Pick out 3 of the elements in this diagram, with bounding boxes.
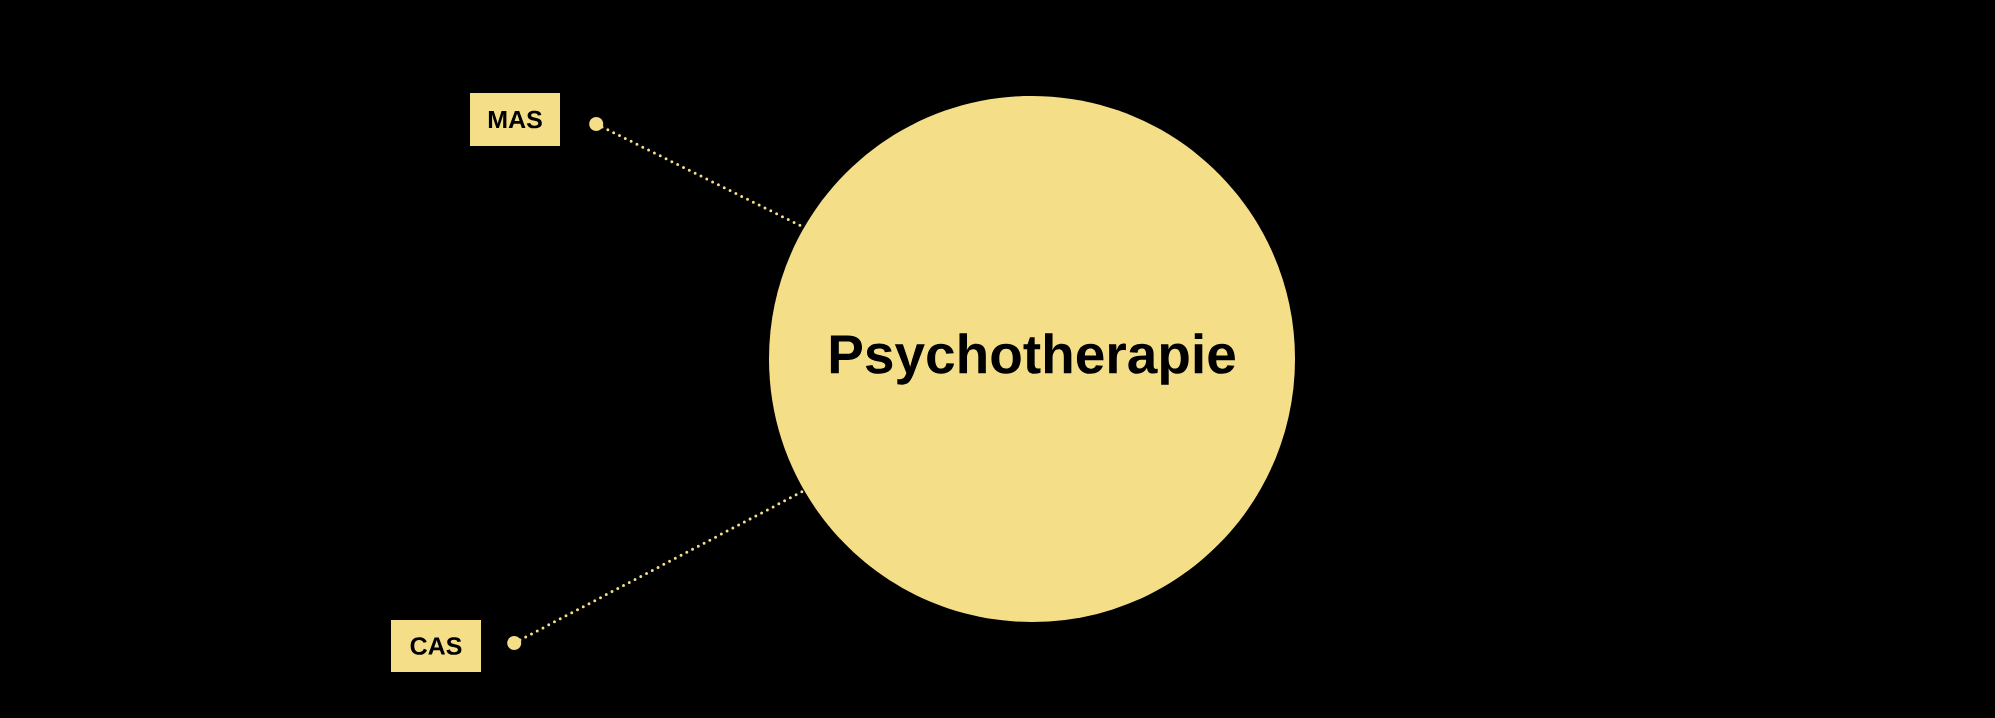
label-box: MAS: [470, 93, 560, 146]
label-box: CAS: [391, 620, 481, 672]
leader-line: [507, 489, 806, 650]
